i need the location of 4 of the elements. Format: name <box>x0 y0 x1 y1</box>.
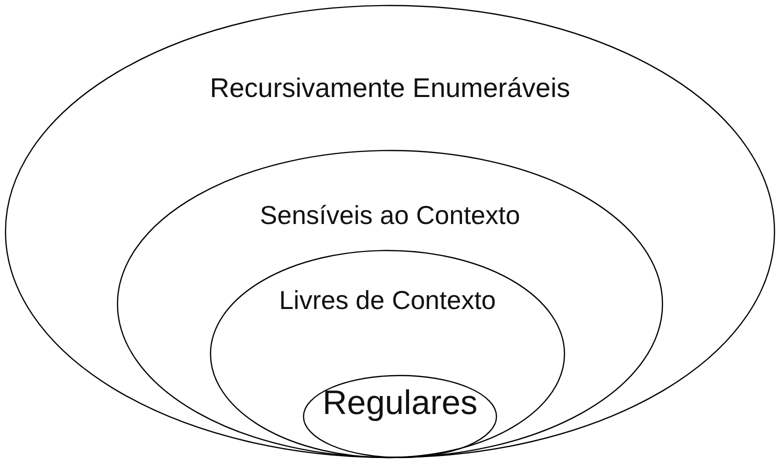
set-label: Regulares <box>322 386 478 420</box>
set-label: Livres de Contexto <box>279 287 496 313</box>
set-label: Recursivamente Enumeráveis <box>210 75 570 102</box>
set-label: Sensíveis ao Contexto <box>260 202 520 228</box>
